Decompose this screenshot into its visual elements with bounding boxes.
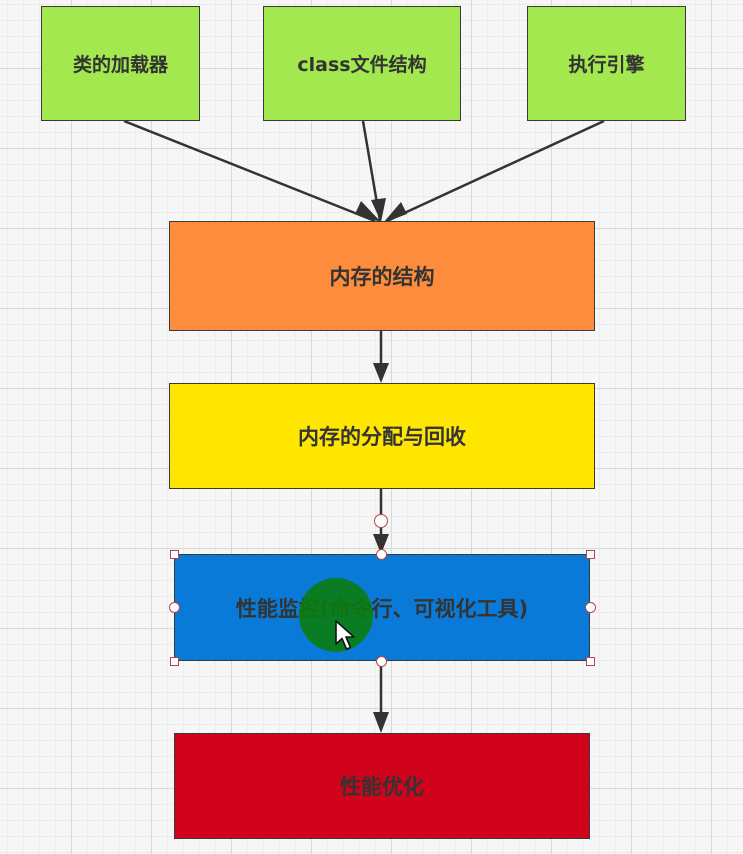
node-label: class文件结构 xyxy=(297,54,427,76)
connector-class-loader-to-memory-structure[interactable] xyxy=(123,119,376,223)
selection-handle-bottom-right[interactable] xyxy=(586,657,595,666)
node-memory-allocation-gc[interactable]: 内存的分配与回收 xyxy=(169,383,595,489)
connection-point-handle[interactable] xyxy=(374,514,388,528)
node-label: 性能监控(命令行、可视化工具) xyxy=(235,596,529,621)
node-class-file-structure[interactable]: class文件结构 xyxy=(263,6,461,121)
selection-handle-top-center[interactable] xyxy=(376,549,387,560)
node-label: 内存的分配与回收 xyxy=(298,425,466,449)
selection-handle-bottom-left[interactable] xyxy=(170,657,179,666)
node-label: 内存的结构 xyxy=(329,265,435,289)
arrowhead-memory-structure-left xyxy=(355,201,381,222)
arrowhead-memory-allocation xyxy=(373,363,389,383)
node-class-loader[interactable]: 类的加载器 xyxy=(41,6,200,121)
selection-handle-bottom-center[interactable] xyxy=(376,656,387,667)
selection-handle-top-right[interactable] xyxy=(586,550,595,559)
node-execution-engine[interactable]: 执行引擎 xyxy=(527,6,686,121)
node-label: 类的加载器 xyxy=(72,54,168,76)
node-performance-monitoring[interactable]: 性能监控(命令行、可视化工具) xyxy=(174,554,590,661)
selection-handle-right-middle[interactable] xyxy=(585,602,596,613)
selection-handle-top-left[interactable] xyxy=(170,550,179,559)
arrowhead-memory-structure-right xyxy=(383,202,407,223)
node-label: 性能优化 xyxy=(340,775,424,799)
node-memory-structure[interactable]: 内存的结构 xyxy=(169,221,595,331)
node-label: 执行引擎 xyxy=(568,54,645,76)
connector-execution-engine-to-memory-structure[interactable] xyxy=(386,119,605,223)
arrowhead-performance-tuning xyxy=(373,712,389,733)
selection-handle-left-middle[interactable] xyxy=(169,602,180,613)
arrowhead-performance-monitoring xyxy=(373,534,389,554)
mouse-cursor-icon xyxy=(335,620,355,650)
node-performance-tuning[interactable]: 性能优化 xyxy=(174,733,590,839)
arrowhead-memory-structure-center xyxy=(371,198,386,222)
